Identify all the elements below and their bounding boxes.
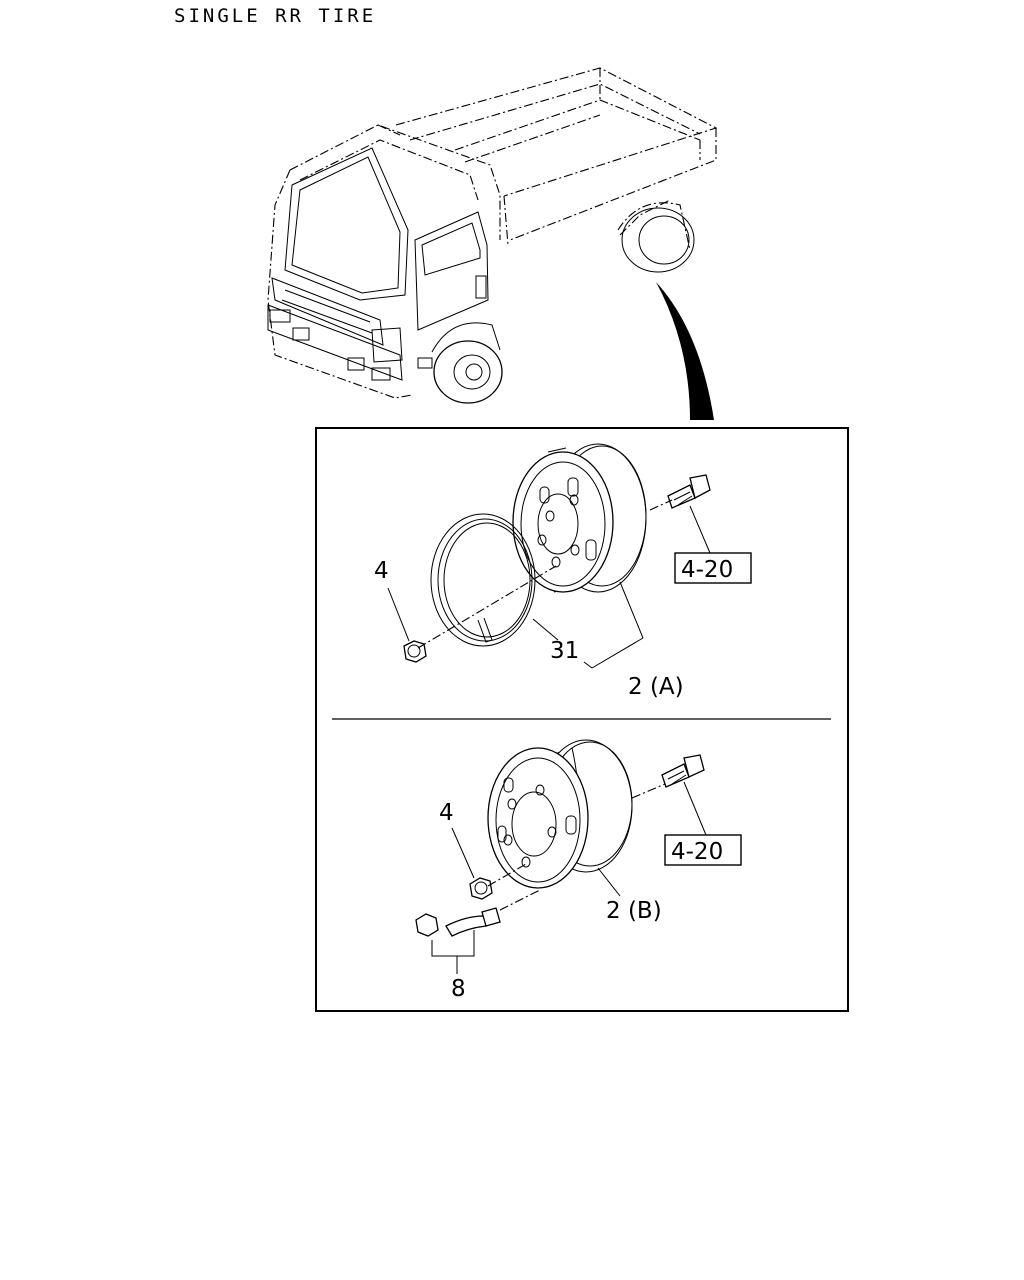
panel-a: 4 31 2 (A) 4-20 bbox=[374, 443, 752, 700]
rear-wheel bbox=[617, 202, 695, 273]
reference-text-a: 4-20 bbox=[681, 557, 733, 583]
reference-text-b: 4-20 bbox=[671, 839, 723, 865]
reference-box-a bbox=[674, 552, 752, 584]
rim-band bbox=[430, 513, 536, 647]
callout-nut-a: 4 bbox=[374, 558, 389, 584]
detail-pointer bbox=[656, 282, 714, 420]
callout-wheel-a: 2 (A) bbox=[628, 674, 684, 700]
reference-box-b bbox=[664, 834, 742, 866]
truck-illustration bbox=[267, 67, 718, 420]
diagram-title: SINGLE RR TIRE bbox=[174, 5, 376, 27]
callout-valve: 8 bbox=[451, 976, 466, 1002]
hub-bolt-a bbox=[667, 474, 711, 509]
callout-wheel-b: 2 (B) bbox=[606, 898, 662, 924]
cargo-bed bbox=[395, 67, 718, 246]
hub-bolt-b bbox=[661, 754, 705, 788]
cab bbox=[267, 124, 503, 404]
callout-rim-band: 31 bbox=[550, 638, 579, 664]
wheel-a bbox=[512, 443, 647, 593]
panel-b: 4 2 (B) 8 4-20 bbox=[415, 739, 742, 1002]
valve-stem bbox=[415, 907, 501, 937]
detail-frame bbox=[315, 427, 849, 1012]
wheel-nut-a bbox=[403, 640, 427, 663]
callout-nut-b: 4 bbox=[439, 800, 454, 826]
wheel-nut-b bbox=[469, 877, 493, 900]
wheel-b bbox=[487, 739, 633, 889]
